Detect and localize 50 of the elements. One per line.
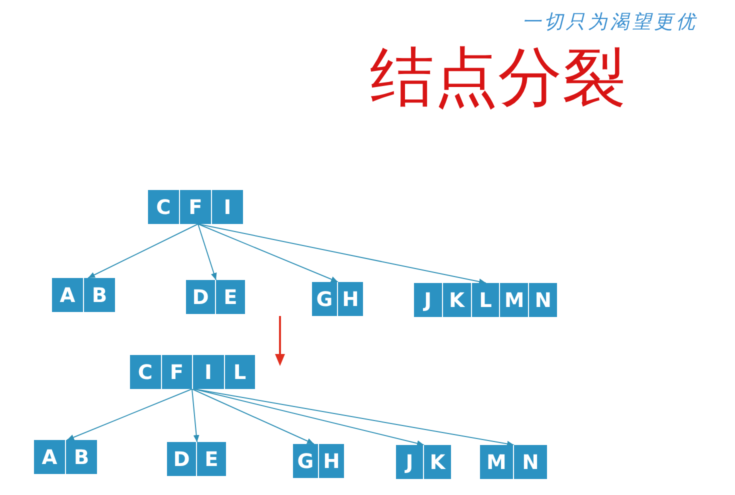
- key: E: [216, 280, 245, 314]
- key: M: [480, 445, 513, 479]
- tree-node: [52, 278, 116, 312]
- tree-node: [186, 280, 246, 314]
- key: F: [162, 355, 192, 389]
- arrow: [194, 388, 424, 446]
- key: I: [212, 190, 243, 224]
- arrow: [198, 224, 217, 280]
- title: 结点分裂: [370, 40, 626, 117]
- key: C: [148, 190, 179, 224]
- key: L: [472, 283, 500, 317]
- key: D: [167, 442, 196, 476]
- key: A: [34, 440, 65, 474]
- tree-node: [480, 445, 548, 479]
- key: N: [529, 283, 557, 317]
- tree-node: [130, 355, 256, 389]
- key: L: [224, 355, 255, 389]
- tree-node: [414, 283, 558, 317]
- key: K: [424, 445, 451, 479]
- key: K: [442, 283, 471, 317]
- arrow: [198, 224, 486, 285]
- arrow: [66, 388, 192, 440]
- arrow: [198, 224, 338, 282]
- key: H: [319, 444, 344, 478]
- key: B: [84, 278, 115, 312]
- key: I: [193, 355, 224, 389]
- tree-node: [34, 440, 98, 474]
- key: E: [197, 442, 226, 476]
- key: J: [396, 445, 423, 479]
- key: D: [186, 280, 215, 314]
- tree-node: [167, 442, 227, 476]
- key: A: [52, 278, 83, 312]
- key: J: [414, 283, 442, 317]
- arrow: [194, 388, 514, 447]
- key: F: [180, 190, 211, 224]
- key: B: [66, 440, 97, 474]
- key: M: [500, 283, 528, 317]
- key: N: [514, 445, 547, 479]
- key: H: [338, 282, 363, 316]
- key: G: [293, 444, 318, 478]
- arrow: [192, 388, 200, 442]
- tree-node: [293, 444, 345, 478]
- key: G: [312, 282, 337, 316]
- slogan: 一切只为渴望更优: [522, 10, 698, 35]
- key: C: [130, 355, 160, 389]
- tree-node: [396, 445, 452, 479]
- tree-node: [312, 282, 364, 316]
- arrow: [88, 224, 198, 278]
- tree-node: [148, 190, 244, 224]
- arrow: [192, 388, 314, 444]
